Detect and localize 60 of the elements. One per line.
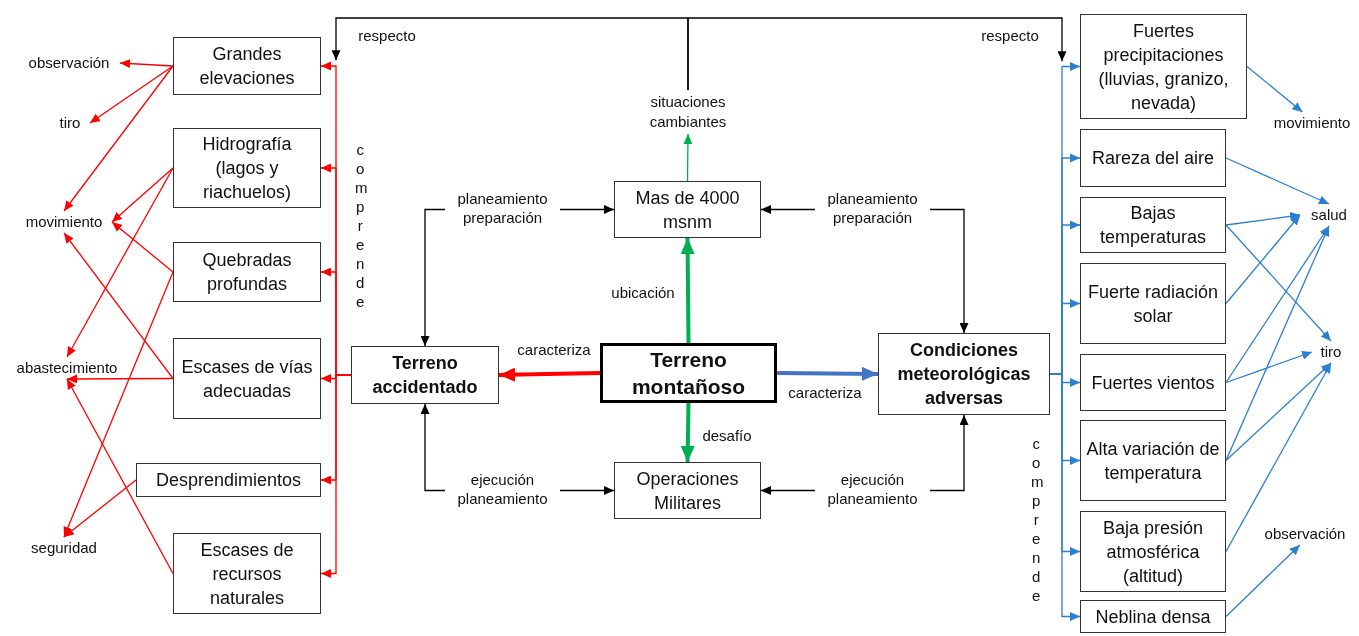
concept-text: movimiento [16, 211, 112, 233]
arrow [1049, 373, 1081, 621]
concept-text: situaciones cambiantes [638, 90, 738, 134]
arrow [89, 65, 174, 124]
arrow [66, 167, 174, 358]
concept-box: Alta variación de temperatura [1080, 420, 1226, 501]
arrow [687, 17, 1067, 91]
arrow [680, 237, 695, 344]
concept-box: Rareza del aire [1080, 129, 1226, 187]
concept-box: Desprendimientos [136, 463, 321, 497]
concept-text: tiro [1312, 341, 1350, 363]
arrow [66, 374, 174, 384]
concept-text: salud [1300, 204, 1358, 226]
concept-text: observación [18, 53, 120, 73]
concept-text: observación [1254, 523, 1356, 545]
concept-text: tiro [50, 113, 90, 133]
arrow [111, 221, 174, 273]
concept-text: seguridad [22, 537, 106, 559]
arrow [498, 367, 601, 382]
arrow [1225, 362, 1332, 462]
concept-box: Quebradas profundas [173, 242, 321, 302]
concept-box: Grandes elevaciones [173, 37, 321, 95]
concept-box: Fuertes precipitaciones (lluvias, granizo, nevada) [1080, 14, 1247, 119]
arrow [1225, 225, 1330, 462]
vertical-label: comprende [1031, 434, 1042, 605]
concept-box: Neblina densa [1080, 600, 1226, 633]
arrow [683, 133, 693, 182]
arrow [1225, 157, 1330, 205]
concept-box: Bajas temperaturas [1080, 197, 1226, 253]
arrow [63, 479, 137, 538]
arrow [1225, 362, 1332, 553]
arrow [776, 366, 879, 381]
arrow [1225, 351, 1313, 384]
concept-box: Fuertes vientos [1080, 354, 1226, 411]
vertical-label: comprende [355, 140, 366, 311]
concept-box: Hidrografía (lagos y riachuelos) [173, 128, 321, 208]
concept-box: Fuerte radiación solar [1080, 263, 1226, 344]
arrow [1225, 544, 1301, 618]
concept-box: Condiciones meteorológicas adversas [878, 333, 1050, 415]
concept-box: Escases de vías adecuadas [173, 338, 321, 419]
concept-box: Terreno accidentado [351, 346, 499, 404]
concept-box: Operaciones Militares [614, 462, 761, 519]
arrow [119, 59, 174, 69]
arrow [1225, 224, 1332, 342]
arrow [111, 167, 174, 223]
arrow [1246, 65, 1304, 113]
concept-text: movimiento [1264, 112, 1359, 134]
arrow [320, 374, 352, 578]
concept-text: abastecimiento [6, 357, 128, 379]
arrow [63, 65, 174, 212]
concept-box: Baja presión atmosférica (altitud) [1080, 511, 1226, 592]
arrow [680, 402, 695, 463]
concept-box: Terreno montañoso [600, 343, 777, 403]
concept-box: Mas de 4000 msnm [614, 181, 761, 238]
arrow [63, 271, 174, 538]
arrow [1225, 214, 1301, 305]
concept-box: Escases de recursos naturales [173, 533, 321, 614]
arrow [63, 232, 174, 380]
arrow [66, 378, 174, 575]
arrow [1225, 211, 1301, 226]
